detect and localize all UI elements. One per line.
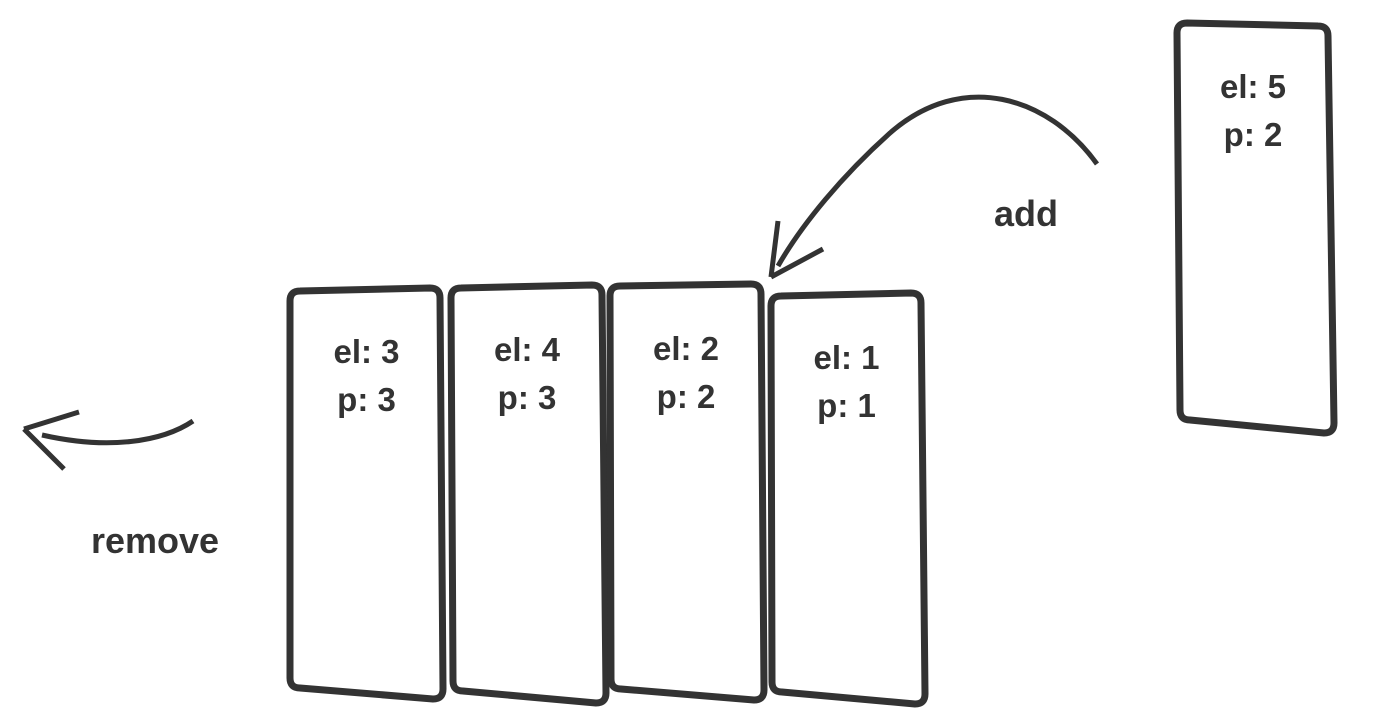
- add-arrowhead-icon: [768, 220, 825, 280]
- card-shapes: [286, 19, 1338, 708]
- card-el-value: el: 5: [1219, 68, 1287, 105]
- incoming-card-text: el: 5 p: 2: [1177, 63, 1329, 159]
- card-el-value: el: 1: [813, 339, 880, 376]
- card-p-value: p: 3: [337, 381, 396, 418]
- card-el-value: el: 3: [333, 333, 400, 370]
- queue-card-shape-1: [286, 284, 447, 703]
- queue-card-1-text: el: 3 p: 3: [290, 328, 443, 424]
- queue-card-shape-2: [447, 281, 610, 707]
- card-p-value: p: 2: [1223, 116, 1283, 153]
- card-p-value: p: 2: [656, 378, 716, 415]
- remove-label: remove: [90, 520, 220, 561]
- remove-arrow: [22, 409, 195, 471]
- queue-card-shape-4: [767, 289, 929, 708]
- remove-arrowhead-icon: [22, 409, 80, 471]
- card-p-value: p: 3: [497, 379, 557, 416]
- incoming-card-shape: [1173, 19, 1338, 437]
- remove-arrow-curve: [41, 418, 195, 446]
- add-label: add: [993, 193, 1058, 234]
- card-el-value: el: 2: [652, 330, 720, 367]
- add-arrow-curve: [775, 94, 1100, 268]
- queue-card-3-text: el: 2 p: 2: [610, 325, 762, 421]
- add-arrow: [768, 94, 1100, 280]
- queue-card-shape-3: [606, 280, 768, 704]
- queue-card-2-text: el: 4 p: 3: [451, 326, 603, 422]
- card-p-value: p: 1: [817, 387, 876, 424]
- queue-card-4-text: el: 1 p: 1: [771, 334, 922, 430]
- card-el-value: el: 4: [493, 331, 561, 368]
